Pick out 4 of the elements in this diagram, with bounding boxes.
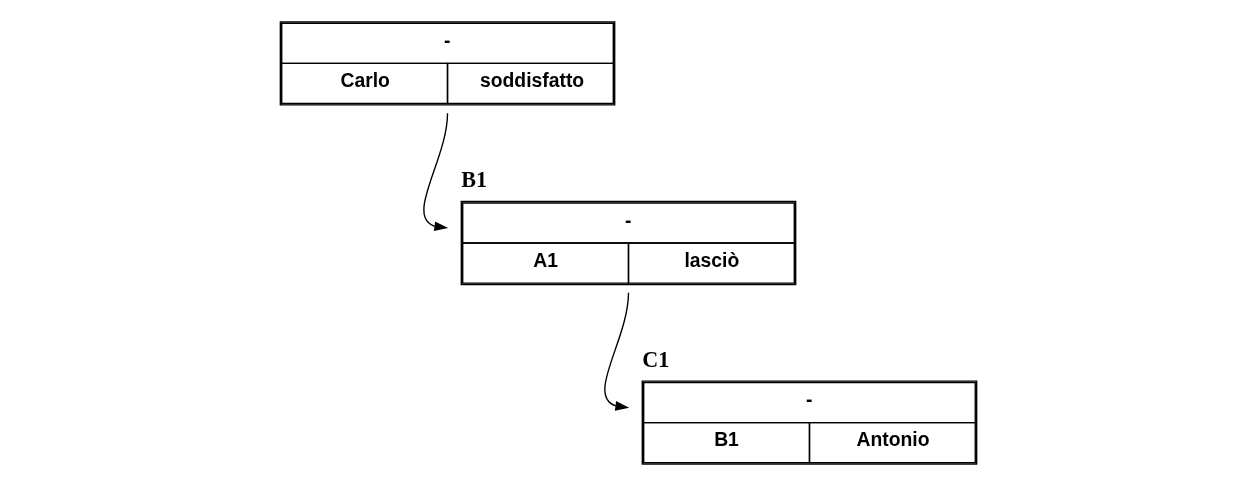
node-label: C1 — [642, 347, 670, 373]
node-label: B1 — [461, 167, 488, 193]
arrow — [423, 112, 449, 232]
arrow — [604, 292, 630, 411]
